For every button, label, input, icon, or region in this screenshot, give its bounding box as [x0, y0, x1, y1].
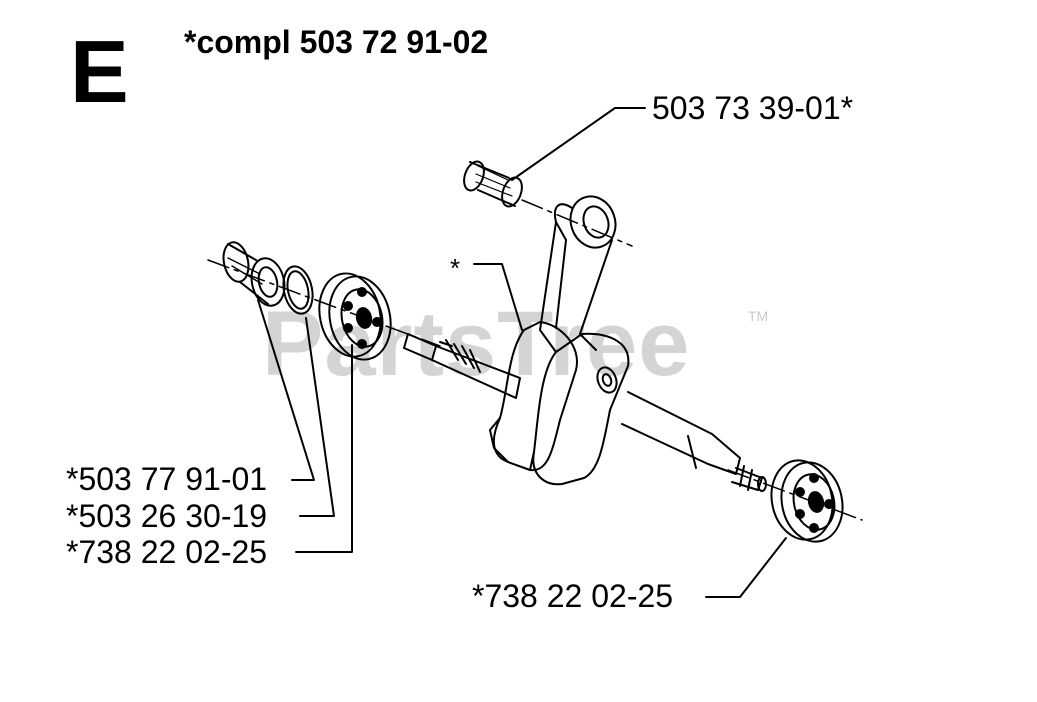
connecting-rod-part: [539, 195, 617, 353]
leader-line-star: [473, 263, 523, 331]
callout-asterisk[interactable]: *: [450, 253, 461, 283]
callout-needle-bearing[interactable]: 503 73 39-01*: [652, 90, 854, 126]
leader-line-needle-bearing: [511, 107, 646, 181]
leader-line-o-ring: [299, 317, 335, 517]
centre-axis-conrod: [521, 199, 633, 247]
watermark-trademark: TM: [748, 308, 769, 324]
centre-axis-right: [727, 469, 863, 521]
callout-ball-bearing-left[interactable]: *738 22 02-25: [66, 534, 268, 570]
leader-line-bearing-left: [295, 344, 353, 553]
seal-sleeve-part: [222, 241, 286, 307]
leader-line-bearing-right: [705, 537, 787, 598]
right-shaft-part: [621, 391, 767, 492]
left-shaft-part: [403, 333, 521, 399]
watermark: PartsTree: [262, 293, 691, 395]
callout-o-ring[interactable]: *503 26 30-19: [66, 498, 268, 534]
o-ring-part: [282, 265, 314, 315]
ball-bearing-right-part: [770, 459, 844, 543]
assembly-title: *compl 503 72 91-02: [184, 24, 489, 60]
section-letter: E: [70, 22, 129, 121]
callout-ball-bearing-right[interactable]: *738 22 02-25: [472, 578, 674, 614]
callout-seal-sleeve[interactable]: *503 77 91-01: [66, 461, 268, 497]
needle-bearing-part: [463, 160, 523, 208]
leader-line-seal-sleeve: [257, 299, 315, 481]
ball-bearing-left-part: [318, 272, 392, 361]
crank-webs-part: [489, 321, 630, 486]
